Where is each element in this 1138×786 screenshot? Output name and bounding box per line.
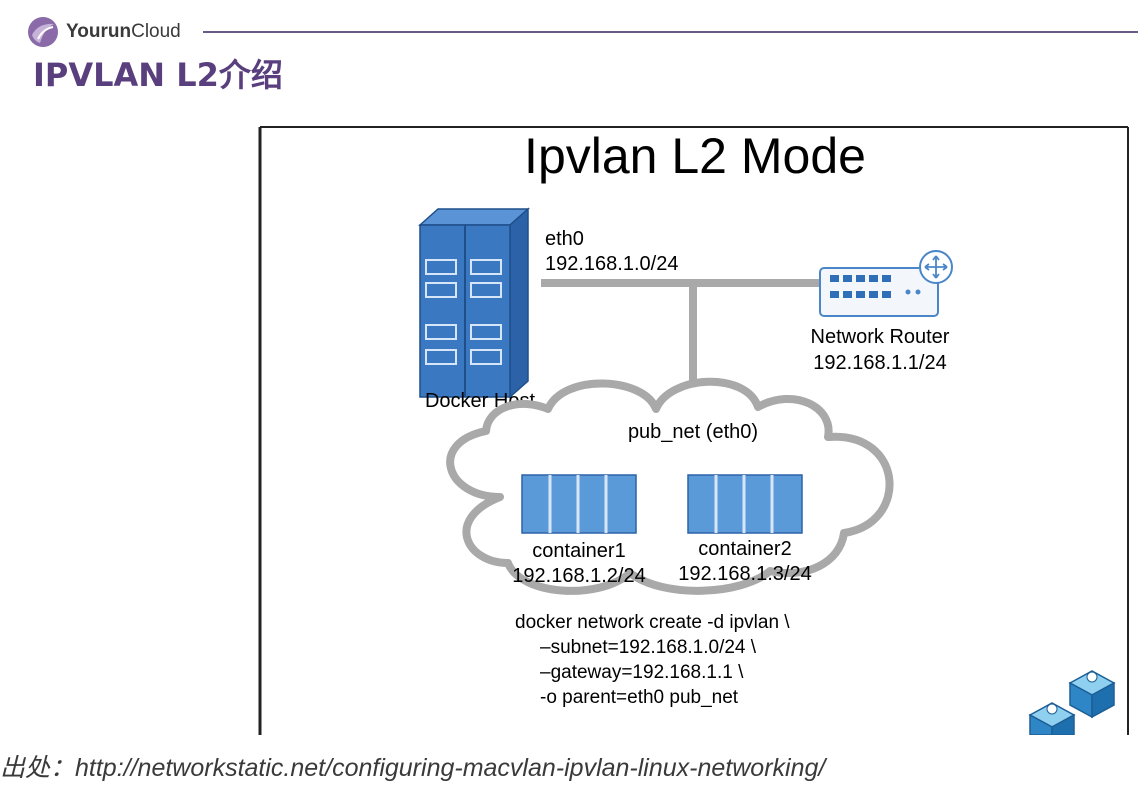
container1-name: container1 <box>532 540 625 562</box>
command-line-4: -o parent=eth0 pub_net <box>540 687 739 708</box>
command-line-2: –subnet=192.168.1.0/24 \ <box>540 637 757 658</box>
command-line-3: –gateway=192.168.1.1 \ <box>540 662 744 683</box>
eth0-subnet: 192.168.1.0/24 <box>545 253 678 275</box>
network-router-icon <box>819 250 953 317</box>
pub-net-cloud <box>446 377 894 595</box>
command-line-1: docker network create -d ipvlan \ <box>515 612 790 633</box>
diagram-title: Ipvlan L2 Mode <box>524 128 866 184</box>
docker-boxes-icon <box>1028 670 1116 735</box>
header-divider <box>203 31 1138 33</box>
container2-icon <box>687 474 803 534</box>
container2-ip: 192.168.1.3/24 <box>678 563 811 585</box>
page-title: IPVLAN L2介绍 <box>33 56 283 94</box>
router-label: Network Router <box>811 326 950 348</box>
router-ip: 192.168.1.1/24 <box>813 352 946 374</box>
brand-name: YourunCloud <box>66 21 181 43</box>
container1-ip: 192.168.1.2/24 <box>512 565 645 587</box>
brand: YourunCloud <box>26 14 181 50</box>
brand-name-light: Cloud <box>131 21 181 42</box>
container2-name: container2 <box>698 538 791 560</box>
brand-name-bold: Yourun <box>66 21 132 42</box>
eth0-label: eth0 <box>545 228 584 250</box>
source-caption: 出处：http://networkstatic.net/configuring-… <box>0 754 826 782</box>
container1-icon <box>521 474 637 534</box>
yourun-cloud-logo-icon <box>28 17 58 47</box>
docker-host-server-icon <box>418 207 530 399</box>
pub-net-label: pub_net (eth0) <box>628 421 758 443</box>
ipvlan-diagram: Ipvlan L2 Mode Docker Host eth0 192.168.… <box>258 126 1129 735</box>
